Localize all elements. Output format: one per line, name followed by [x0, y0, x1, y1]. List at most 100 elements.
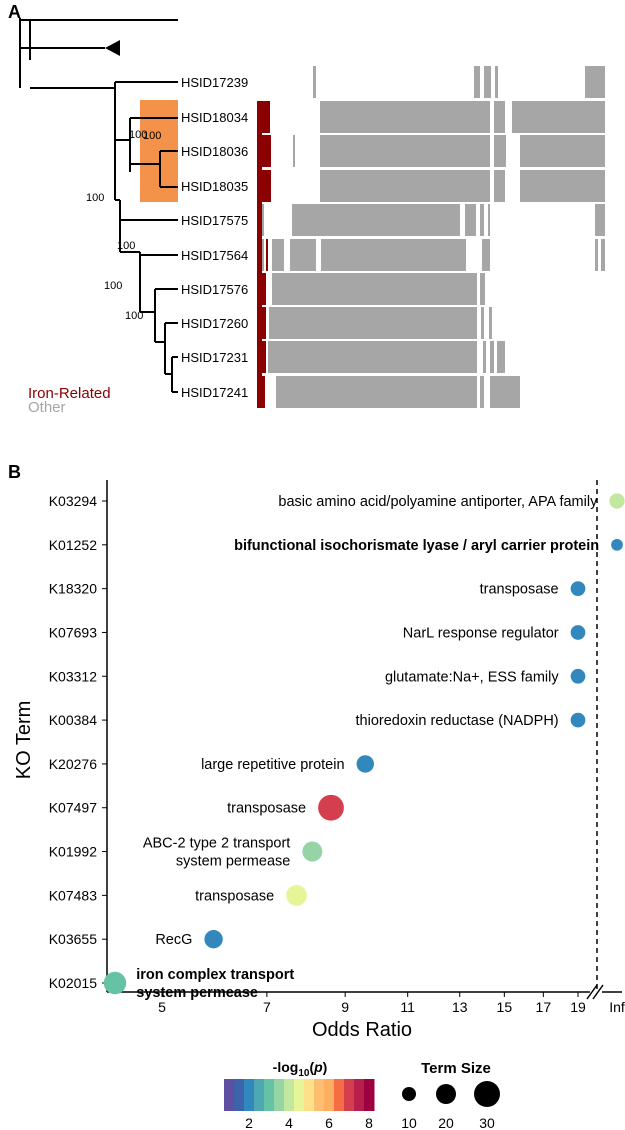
heatmap-other-block: [494, 170, 505, 202]
heatmap-other-block: [292, 204, 460, 236]
size-legend-label: 20: [438, 1115, 454, 1130]
heatmap-other-block: [465, 204, 476, 236]
heatmap-other-block: [488, 204, 490, 236]
tip-label-hsid17241: HSID17241: [181, 385, 248, 400]
point-k01992: [302, 841, 323, 862]
y-tick-label-k03655: K03655: [49, 931, 97, 947]
heatmap-other-block: [585, 66, 605, 98]
point-k07693: [570, 625, 586, 640]
colorbar-tick-label: 8: [365, 1115, 373, 1130]
tip-label-hsid17564: HSID17564: [181, 248, 248, 263]
heatmap-other-block: [481, 307, 484, 339]
tip-label-hsid18035: HSID18035: [181, 179, 248, 194]
colorbar-tick-label: 4: [285, 1115, 293, 1130]
bootstrap-label: 100: [104, 280, 122, 292]
x-tick-label: 13: [452, 999, 468, 1015]
y-tick-label-k07497: K07497: [49, 800, 97, 816]
heatmap-other-block: [595, 204, 605, 236]
heatmap-other-block: [520, 135, 605, 167]
point-k01252: [611, 538, 623, 551]
bootstrap-label: 100: [129, 129, 147, 141]
point-k07483: [286, 884, 307, 906]
point-label-k03294: basic amino acid/polyamine antiporter, A…: [278, 494, 598, 510]
x-tick-label: 7: [263, 999, 271, 1015]
heatmap-other-block: [268, 341, 477, 373]
tip-label-hsid17239: HSID17239: [181, 75, 248, 90]
size-legend-label: 10: [401, 1115, 417, 1130]
point-k03312: [570, 668, 586, 684]
colorbar-segment: [354, 1079, 365, 1111]
heatmap-other-block: [494, 135, 506, 167]
point-k03294: [609, 493, 625, 509]
collapsed-clade-triangle: [105, 40, 120, 56]
colorbar-segment: [254, 1079, 265, 1111]
point-k18320: [570, 581, 586, 597]
heatmap-other-block: [320, 170, 490, 202]
heatmap-other-block: [320, 135, 490, 167]
point-label-k07497: transposase: [227, 801, 306, 817]
x-tick-label: Inf: [609, 999, 625, 1015]
heatmap-other-block: [497, 341, 505, 373]
point-label-k07483: transposase: [195, 888, 274, 904]
colorbar-segment: [274, 1079, 285, 1111]
heatmap-other-block: [320, 101, 490, 133]
x-tick-label: 11: [400, 999, 415, 1015]
y-axis-title: KO Term: [13, 701, 35, 780]
colorbar-segment: [264, 1079, 275, 1111]
heatmap-iron-block: [266, 239, 268, 271]
y-tick-label-k03312: K03312: [49, 668, 97, 684]
heatmap-other-block: [262, 204, 264, 236]
tip-label-hsid18036: HSID18036: [181, 144, 248, 159]
x-tick-label: 15: [497, 999, 513, 1015]
tip-labels: HSID17239HSID18034HSID18036HSID18035HSID…: [181, 75, 248, 400]
colorbar-segment: [244, 1079, 255, 1111]
tip-label-hsid17231: HSID17231: [181, 350, 248, 365]
colorbar-segment: [284, 1079, 295, 1111]
colorbar-segment: [334, 1079, 345, 1111]
x-tick-label: 5: [158, 999, 166, 1015]
heatmap-other-block: [293, 135, 295, 167]
tip-label-hsid17576: HSID17576: [181, 282, 248, 297]
colorbar-segment: [364, 1079, 375, 1111]
heatmap-other-block: [262, 239, 264, 271]
size-legend-dot: [474, 1081, 500, 1107]
panel-a-label: A: [8, 2, 21, 22]
x-tick-label: 19: [570, 999, 586, 1015]
heatmap-other-block: [520, 170, 605, 202]
colorbar-segment: [314, 1079, 325, 1111]
gene-heatmap: [257, 66, 605, 408]
heatmap-other-block: [321, 239, 466, 271]
colorbar-segment: [324, 1079, 335, 1111]
heatmap-other-block: [512, 101, 605, 133]
colorbar-segment: [304, 1079, 315, 1111]
y-tick-label-k18320: K18320: [49, 581, 97, 597]
tip-label-hsid18034: HSID18034: [181, 110, 248, 125]
y-tick-label-k03294: K03294: [49, 493, 97, 509]
tip-label-hsid17575: HSID17575: [181, 213, 248, 228]
point-k00384: [570, 712, 586, 728]
panel-b-label: B: [8, 462, 21, 482]
bootstrap-label: 100: [117, 240, 135, 252]
bootstrap-label: 100: [86, 192, 104, 204]
heatmap-other-block: [474, 66, 480, 98]
colorbar-title: -log10(p): [273, 1059, 328, 1079]
heatmap-other-block: [272, 273, 477, 305]
y-tick-label-k00384: K00384: [49, 712, 97, 728]
point-label-k03655: RecG: [155, 932, 192, 948]
x-axis-title: Odds Ratio: [312, 1019, 412, 1041]
heatmap-iron-column: [257, 101, 262, 408]
heatmap-other-block: [480, 376, 484, 408]
heatmap-other-block: [276, 376, 477, 408]
heatmap-other-block: [313, 66, 316, 98]
x-tick-label: 9: [341, 999, 349, 1015]
tip-label-hsid17260: HSID17260: [181, 316, 248, 331]
heatmap-other-block: [484, 66, 491, 98]
point-label-k01992: system permease: [176, 854, 290, 870]
y-tick-label-k07483: K07483: [49, 887, 97, 903]
y-tick-label-k07693: K07693: [49, 624, 97, 640]
